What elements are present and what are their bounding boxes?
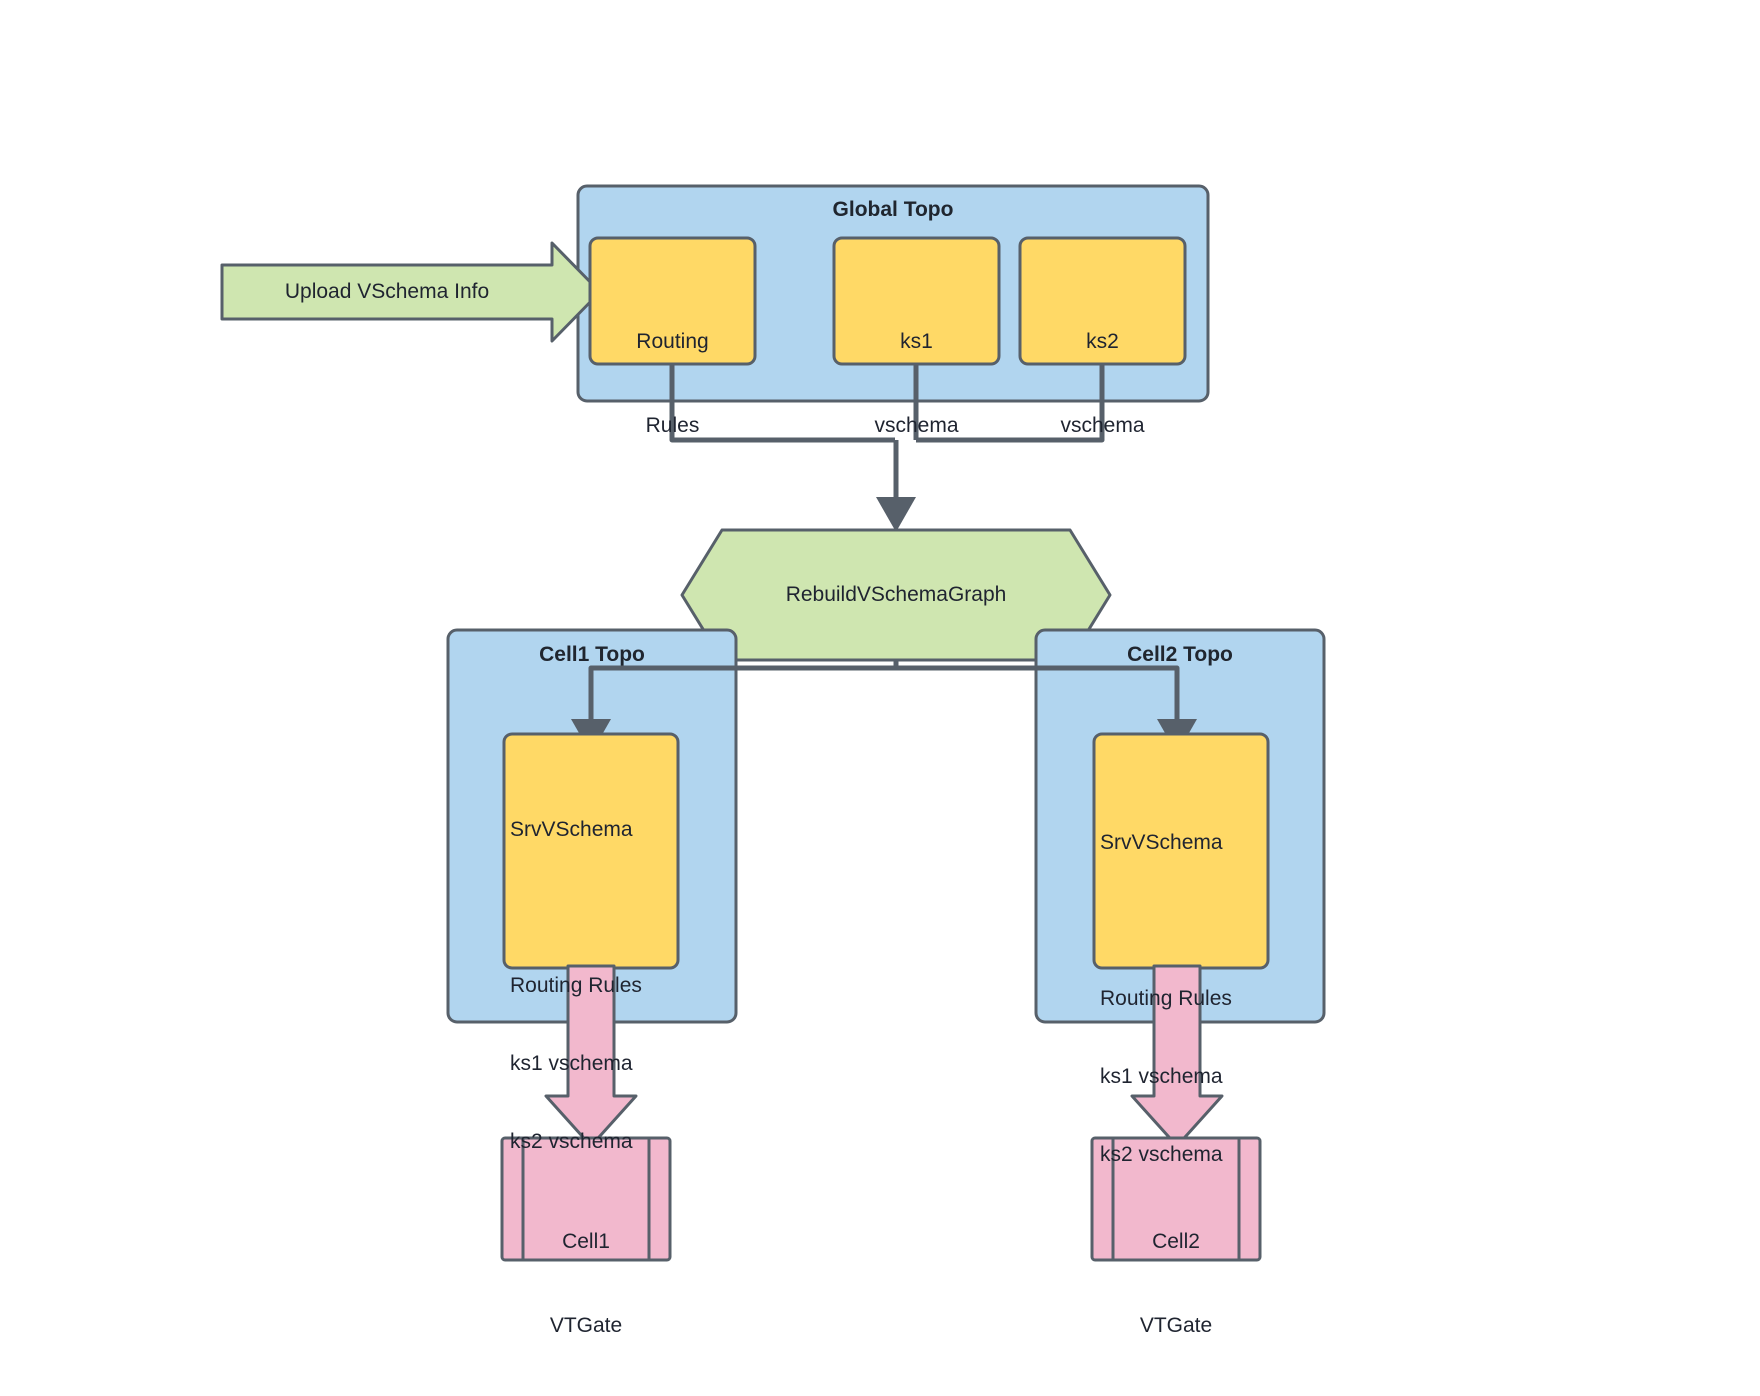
cell1-srv-to-vtgate-arrow [544,964,638,1148]
cell1-vtgate-shape [500,1136,672,1262]
cell2-vtgate-shape [1090,1136,1262,1262]
connector-routing-rules-to-bus [669,364,895,443]
ks1-vschema-box [832,236,1001,366]
connector-rebuild-to-cell2-srv [896,665,1197,754]
routing-rules-box [588,236,757,366]
shapes-layer [220,184,1326,1262]
connector-ks2-to-bus [916,364,1105,443]
cell2-srv-to-vtgate-arrow [1130,964,1224,1148]
cell2-srvvschema-box [1092,732,1270,970]
diagram-canvas: Global Topo Upload VSchema Info Routing … [220,184,1326,1337]
ks2-vschema-box [1018,236,1187,366]
cell1-srvvschema-box [502,732,680,970]
upload-vschema-arrow-shape [220,241,602,343]
connector-rebuild-to-cell1-srv [571,660,899,754]
